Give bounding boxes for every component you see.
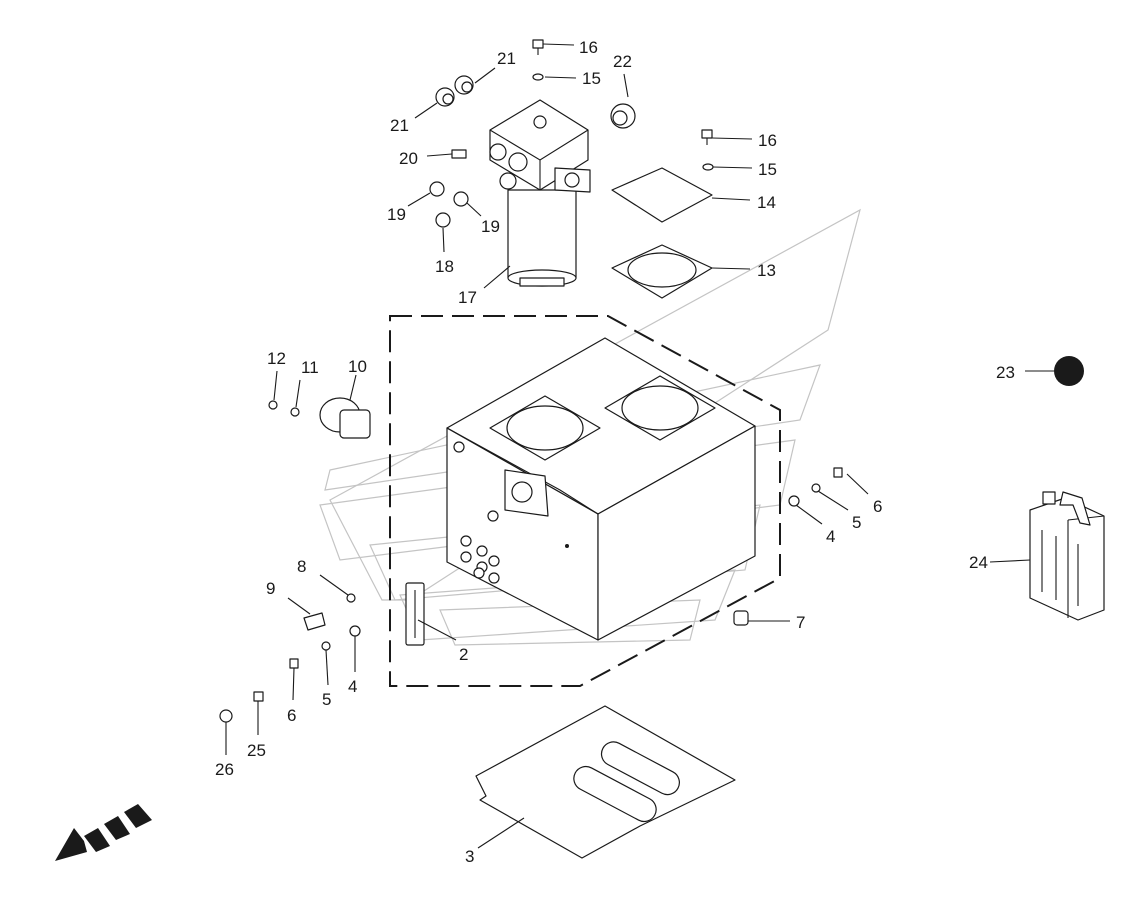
callout-9: 9: [266, 579, 275, 598]
oil-canister-icon: [1029, 491, 1105, 621]
callout-17: 17: [458, 288, 477, 307]
return-filter[interactable]: [489, 99, 591, 287]
hydraulic-tank[interactable]: [446, 337, 756, 641]
callout-4-left: 4: [348, 677, 357, 696]
tank-fittings: [460, 535, 500, 584]
callout-25: 25: [247, 741, 266, 760]
callout-7: 7: [796, 613, 805, 632]
callout-12: 12: [267, 349, 286, 368]
drain-plate[interactable]: [475, 705, 736, 859]
callout-labels: 16 15 21 21 22 16 15 14 13 20 19 19 18 1…: [215, 38, 1015, 866]
callout-21-upper: 21: [497, 49, 516, 68]
callout-15-top: 15: [582, 69, 601, 88]
callout-15-right: 15: [758, 160, 777, 179]
front-direction-arrow-icon: [55, 804, 152, 861]
callout-16-top: 16: [579, 38, 598, 57]
callout-22: 22: [613, 52, 632, 71]
callout-6-left: 6: [287, 706, 296, 725]
callout-11: 11: [301, 358, 319, 377]
callout-13: 13: [757, 261, 776, 280]
assembly-boundary: [389, 315, 781, 687]
callout-10: 10: [348, 357, 367, 376]
callout-21-lower: 21: [390, 116, 409, 135]
callout-20: 20: [399, 149, 418, 168]
callout-19-left: 19: [387, 205, 406, 224]
callout-24: 24: [969, 553, 988, 572]
cover-plate[interactable]: [611, 167, 713, 223]
callout-5-left: 5: [322, 690, 331, 709]
leader-lines: [225, 43, 1054, 849]
callout-4-right: 4: [826, 527, 835, 546]
callout-6-right: 6: [873, 497, 882, 516]
callout-16-right: 16: [758, 131, 777, 150]
callout-14: 14: [757, 193, 776, 212]
small-hardware: [219, 39, 843, 723]
callout-23: 23: [996, 363, 1015, 382]
callout-3: 3: [465, 847, 474, 866]
sight-gauge[interactable]: [405, 582, 425, 646]
callout-5-right: 5: [852, 513, 861, 532]
callout-18: 18: [435, 257, 454, 276]
item-23-marker: [1054, 356, 1084, 386]
callout-19-right: 19: [481, 217, 500, 236]
callout-26: 26: [215, 760, 234, 779]
flange-gasket[interactable]: [611, 244, 713, 299]
callout-2: 2: [459, 645, 468, 664]
callout-8: 8: [297, 557, 306, 576]
